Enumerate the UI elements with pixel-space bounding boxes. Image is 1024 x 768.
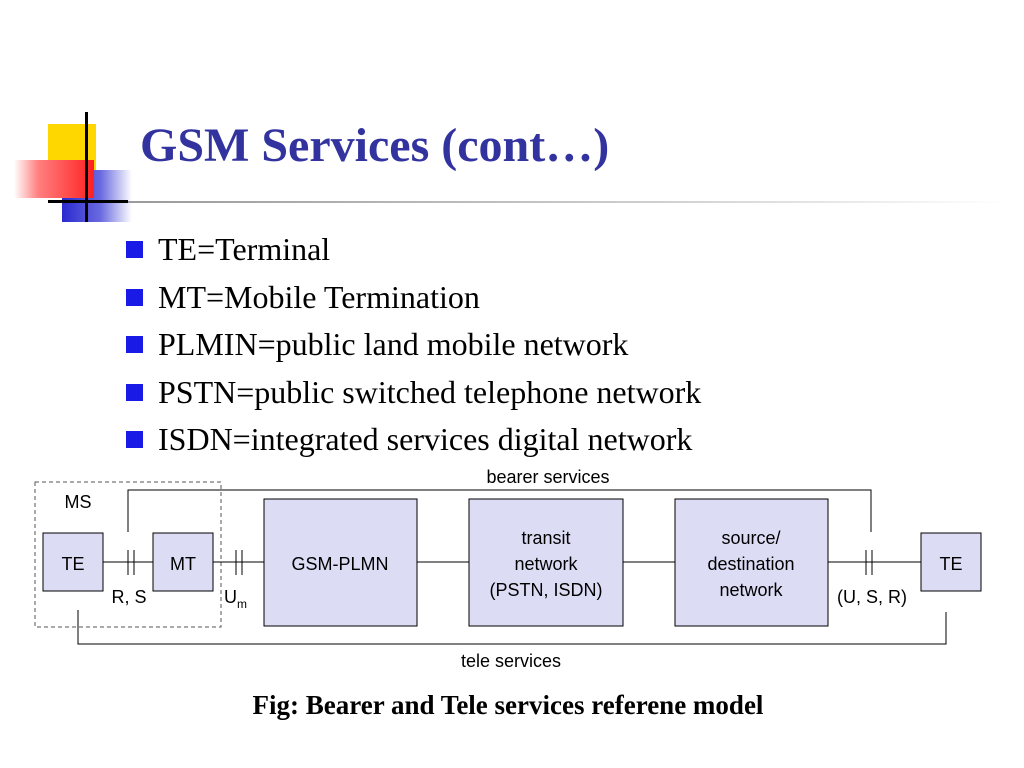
bearer-services-label: bearer services [486,467,609,487]
source-line-3: network [719,580,783,600]
bullet-list: TE=Terminal MT=Mobile Termination PLMIN=… [126,226,701,464]
um-subscript: m [237,597,247,611]
bullet-text: ISDN=integrated services digital network [158,421,693,457]
decor-vertical-line [85,112,88,222]
transit-line-1: transit [521,528,570,548]
bullet-item: ISDN=integrated services digital network [126,416,701,464]
bullet-item: MT=Mobile Termination [126,274,701,322]
square-bullet-icon [126,241,143,259]
te-left-box [42,532,104,592]
bullet-item: PSTN=public switched telephone network [126,369,701,417]
bullet-text: TE=Terminal [158,231,331,267]
um-label: Um [224,587,247,611]
bullet-text: PLMIN=public land mobile network [158,326,629,362]
tele-services-bracket [77,610,947,645]
bearer-services-bracket [127,489,872,532]
usr-label: (U, S, R) [837,587,907,607]
bullet-item: PLMIN=public land mobile network [126,321,701,369]
mt-label: MT [170,554,196,574]
page-title: GSM Services (cont…) [140,119,610,172]
ms-group-box [34,481,222,628]
title-underline [128,201,1008,203]
square-bullet-icon [126,288,143,306]
source-line-1: source/ [721,528,780,548]
decor-horizontal-line [48,200,128,203]
transit-line-2: network [514,554,578,574]
mt-box [152,532,214,592]
te-left-label: TE [61,554,84,574]
rs-label: R, S [111,587,146,607]
transit-line-3: (PSTN, ISDN) [489,580,602,600]
te-right-box [920,532,982,592]
bullet-text: PSTN=public switched telephone network [158,373,702,410]
square-bullet-icon [126,383,143,401]
source-destination-box [674,498,829,627]
figure-caption: Fig: Bearer and Tele services referene m… [252,690,764,720]
square-bullet-icon [126,336,143,354]
source-line-2: destination [707,554,794,574]
gsm-plmn-box [263,498,418,627]
decor-red-square [14,160,94,198]
tele-services-label: tele services [461,651,561,671]
ms-label: MS [65,492,92,512]
square-bullet-icon [126,431,143,449]
bullet-item: TE=Terminal [126,226,701,274]
transit-network-box [468,498,624,627]
te-right-label: TE [939,554,962,574]
bullet-text: MT=Mobile Termination [158,278,480,315]
gsm-plmn-label: GSM-PLMN [291,554,388,574]
